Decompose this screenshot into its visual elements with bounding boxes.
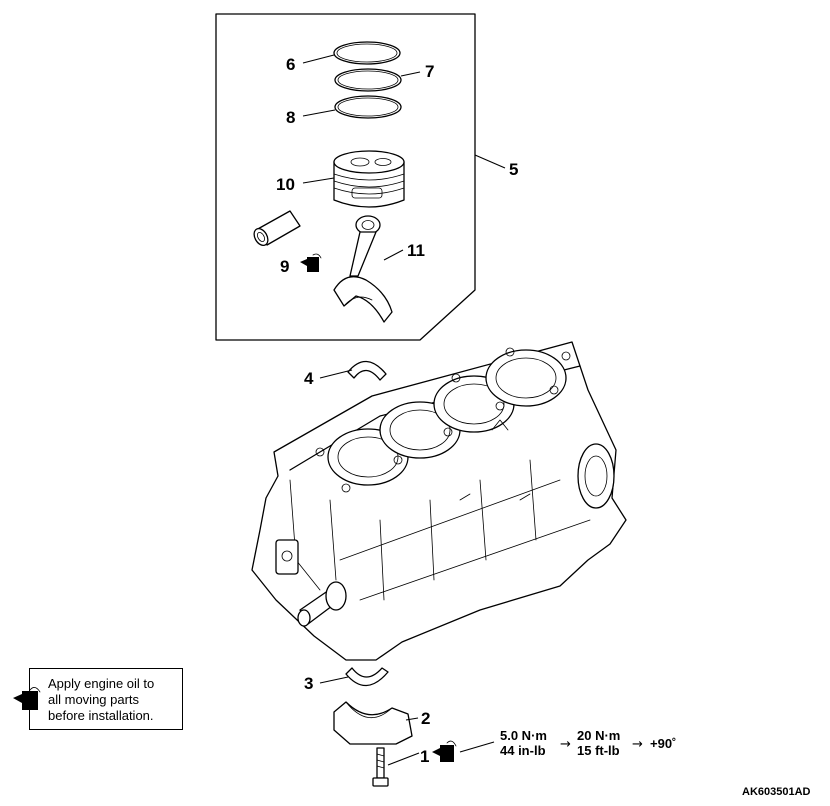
legend-line-3: before installation. xyxy=(48,708,154,723)
torque-spec: 5.0 N·m 44 in-lb → 20 N·m 15 ft-lb → +90… xyxy=(500,728,676,758)
leader-lines xyxy=(302,54,506,766)
document-id: AK603501AD xyxy=(742,786,811,798)
legend-line-1: Apply engine oil to xyxy=(48,676,155,691)
torque-arrow-1: → xyxy=(560,737,571,752)
callout-3: 3 xyxy=(304,674,313,693)
legend-line-2: all moving parts xyxy=(48,692,140,707)
callout-11: 11 xyxy=(407,241,425,260)
callout-5: 5 xyxy=(509,160,518,179)
oil-can-icon-piston xyxy=(300,253,322,272)
piston-pin xyxy=(253,210,301,247)
callout-7: 7 xyxy=(425,62,434,81)
connecting-rod xyxy=(333,215,393,323)
lower-main-bearing xyxy=(345,667,389,687)
callout-10: 10 xyxy=(276,175,295,194)
torque-step1-inlb: 44 in-lb xyxy=(500,743,546,758)
callout-9: 9 xyxy=(280,257,289,276)
piston xyxy=(333,150,405,208)
torque-step3-angle: +90˚ xyxy=(650,736,676,751)
torque-step2-nm: 20 N·m xyxy=(577,728,620,743)
oil-can-icon xyxy=(13,687,41,710)
callout-8: 8 xyxy=(286,108,295,127)
legend-text: Apply engine oil to all moving parts bef… xyxy=(48,676,188,724)
callout-4: 4 xyxy=(304,369,314,388)
callout-2: 2 xyxy=(421,709,430,728)
oil-can-icon-bolt xyxy=(432,740,457,762)
torque-step2-ftlb: 15 ft-lb xyxy=(577,743,620,758)
piston-assembly-frame xyxy=(215,13,476,341)
cylinder-block xyxy=(251,341,627,661)
main-bearing-cap-bolt xyxy=(372,747,389,787)
callout-6: 6 xyxy=(286,55,295,74)
upper-main-bearing xyxy=(347,360,387,381)
piston-ring-oil xyxy=(334,95,402,119)
torque-step1-nm: 5.0 N·m xyxy=(500,728,547,743)
main-bearing-cap xyxy=(333,701,413,745)
torque-arrow-2: → xyxy=(632,737,643,752)
callout-1: 1 xyxy=(420,747,429,766)
piston-ring-top xyxy=(333,41,401,65)
legend-box xyxy=(29,668,183,730)
piston-ring-second xyxy=(334,68,402,92)
